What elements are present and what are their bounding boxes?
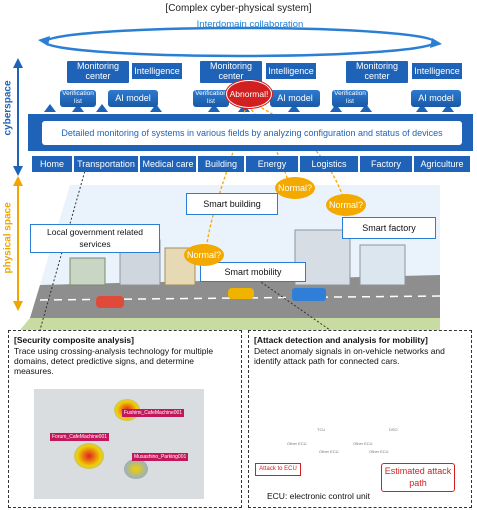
abnormal-alert: Abnormal! — [226, 80, 272, 108]
ai-model-2: AI model — [270, 90, 320, 107]
car-label-tcu: TCU — [317, 427, 326, 432]
attack-box-text: Detect anomaly signals in on-vehicle net… — [254, 346, 445, 366]
heatmap-image: Fushimi_CafeMachine001 Forum_CafeMachine… — [34, 389, 204, 499]
attack-to-ecu-label: Attack to ECU — [255, 463, 301, 476]
hotspot-2 — [74, 443, 104, 469]
ai-model-3: AI model — [411, 90, 461, 107]
intelligence-1: Intelligence — [132, 63, 182, 79]
smart-factory-callout: Smart factory — [342, 217, 436, 239]
collaboration-label: Interdomain collaboration — [196, 19, 304, 30]
ecu-footnote: ECU: electronic control unit — [267, 491, 370, 501]
car-label-ecu-4: Other ECU — [369, 449, 389, 454]
verification-list-2: Verification list — [193, 90, 229, 107]
monitoring-center-3: Monitoring center — [346, 61, 408, 83]
monitoring-band-text: Detailed monitoring of systems in variou… — [42, 121, 462, 145]
car-label-dso: DSO — [389, 427, 398, 432]
car-label-ecu-3: Other ECU — [353, 441, 373, 446]
ai-model-1: AI model — [108, 90, 158, 107]
security-box-title: [Security composite analysis] — [14, 335, 134, 345]
car-label-ecu-1: Other ECU — [287, 441, 307, 446]
local-government-callout: Local government related services — [30, 224, 160, 253]
normal-building-bubble: Normal? — [275, 177, 315, 199]
hotspot-3 — [124, 459, 148, 479]
estimated-attack-path-label: Estimated attack path — [381, 463, 455, 492]
intelligence-2: Intelligence — [266, 63, 316, 79]
map-label-forum: Forum_CafeMachine001 — [50, 433, 110, 441]
field-home: Home — [32, 156, 72, 172]
security-box-text: Trace using crossing-analysis technology… — [14, 346, 214, 376]
field-transportation: Transportation — [74, 156, 138, 172]
field-energy: Energy — [246, 156, 298, 172]
car-label-ecu-2: Other ECU — [319, 449, 339, 454]
verification-list-3: Verification list — [332, 90, 368, 107]
field-medical-care: Medical care — [140, 156, 196, 172]
diagram-title: [Complex cyber-physical system] — [165, 3, 312, 14]
normal-mobility-bubble: Normal? — [184, 244, 224, 266]
attack-detection-box: [Attack detection and analysis for mobil… — [248, 330, 472, 508]
field-agriculture: Agriculture — [414, 156, 470, 172]
security-analysis-box: [Security composite analysis] Trace usin… — [8, 330, 242, 508]
map-label-fushimi: Fushimi_CafeMachine001 — [122, 409, 185, 417]
smart-building-callout: Smart building — [186, 193, 278, 215]
intelligence-3: Intelligence — [412, 63, 462, 79]
physical-space-label: physical space — [2, 202, 14, 274]
cyberspace-label: cyberspace — [2, 80, 14, 136]
field-logistics: Logistics — [300, 156, 358, 172]
monitoring-center-2: Monitoring center — [200, 61, 262, 83]
verification-list-1: Verification list — [60, 90, 96, 107]
smart-mobility-callout: Smart mobility — [200, 262, 306, 282]
attack-box-title: [Attack detection and analysis for mobil… — [254, 335, 428, 345]
normal-factory-bubble: Normal? — [326, 194, 366, 216]
map-label-musashino: Musashino_Parking001 — [132, 453, 189, 461]
field-building: Building — [198, 156, 244, 172]
field-factory: Factory — [360, 156, 412, 172]
monitoring-center-1: Monitoring center — [67, 61, 129, 83]
